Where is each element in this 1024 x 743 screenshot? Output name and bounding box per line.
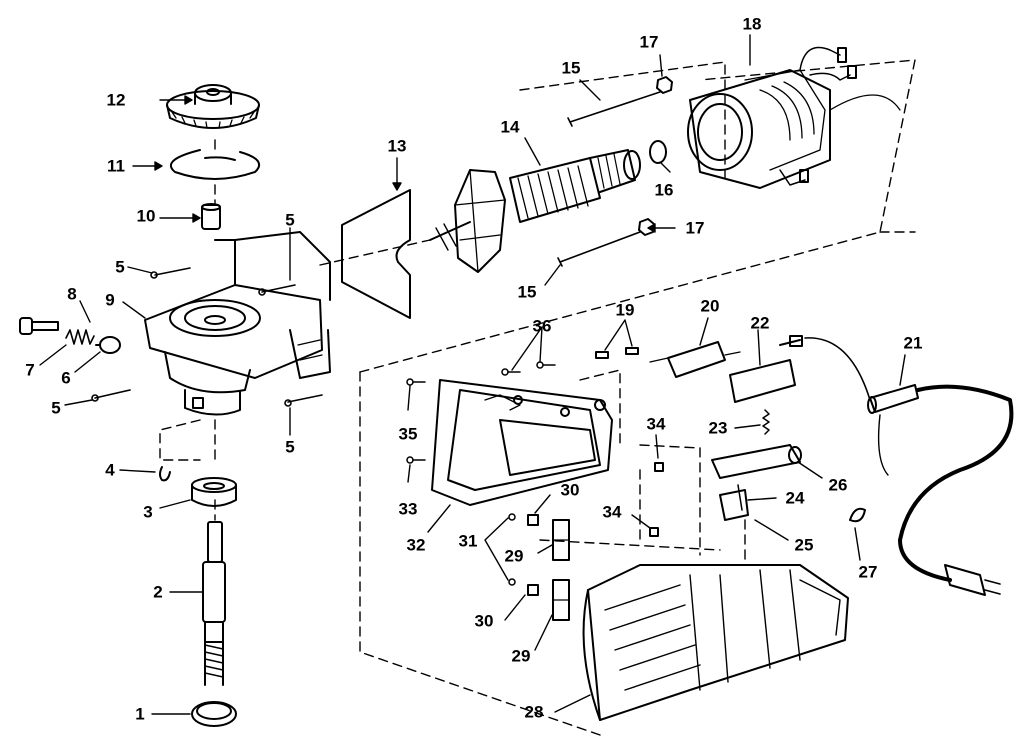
callout-3: 3 xyxy=(143,502,153,522)
callout-27: 27 xyxy=(858,562,878,582)
callout-7: 7 xyxy=(25,360,35,380)
pin-part-24 xyxy=(737,484,743,511)
callout-15b: 15 xyxy=(517,282,537,302)
brush-springs-part-30 xyxy=(527,514,539,596)
callout-1: 1 xyxy=(135,704,145,724)
lock-pin-part-8 xyxy=(19,317,59,335)
callout-6: 6 xyxy=(61,368,71,388)
spring-part-23 xyxy=(762,409,770,435)
cord-part-21 xyxy=(779,335,1014,596)
callout-8: 8 xyxy=(67,284,77,304)
callout-30a: 30 xyxy=(560,480,580,500)
callout-35: 35 xyxy=(398,424,418,444)
callout-13: 13 xyxy=(387,136,407,156)
callout-17b: 17 xyxy=(685,218,705,238)
switch-part-25 xyxy=(719,489,749,521)
washer-part-11 xyxy=(169,149,260,180)
callout-32: 32 xyxy=(406,535,426,555)
callout-36: 36 xyxy=(532,316,552,336)
callout-2: 2 xyxy=(153,582,163,602)
terminals-part-19 xyxy=(595,347,639,359)
actuator-part-26 xyxy=(711,444,802,479)
callout-29a: 29 xyxy=(504,546,524,566)
leader-arrows xyxy=(39,34,906,715)
field-part-18 xyxy=(687,46,901,189)
callout-18: 18 xyxy=(742,14,762,34)
bearing-part-10 xyxy=(201,203,221,230)
wire-nut-part-27 xyxy=(849,507,866,523)
switch-plate-part-22 xyxy=(729,359,796,403)
callout-21: 21 xyxy=(903,333,923,353)
callout-31: 31 xyxy=(458,531,478,551)
callout-25: 25 xyxy=(794,535,814,555)
baffle-part-13 xyxy=(341,189,411,319)
callout-30b: 30 xyxy=(474,611,494,631)
callout-26: 26 xyxy=(828,475,848,495)
gear-housing-part-9 xyxy=(144,231,331,416)
bearing-part-3 xyxy=(191,477,237,507)
callout-29b: 29 xyxy=(511,646,531,666)
washer-part-16 xyxy=(649,140,667,164)
spindle-part-2 xyxy=(202,521,226,686)
callout-14: 14 xyxy=(500,117,520,137)
callout-34a: 34 xyxy=(646,414,666,434)
callout-12: 12 xyxy=(106,90,126,110)
callout-4: 4 xyxy=(105,460,115,480)
callout-33: 33 xyxy=(398,499,418,519)
screws-part-5 xyxy=(91,267,323,407)
callout-10: 10 xyxy=(136,206,156,226)
nuts-part-17 xyxy=(638,76,673,236)
bevel-gear-part-12 xyxy=(166,84,260,129)
screws-part-33-35-36 xyxy=(406,361,556,464)
brush-holders-part-29 xyxy=(552,519,570,621)
callout-11: 11 xyxy=(107,156,125,176)
cap-part-6 xyxy=(95,336,121,354)
motor-housing-part-28 xyxy=(582,564,849,721)
clips-part-34 xyxy=(649,462,664,537)
callout-28: 28 xyxy=(524,702,544,722)
brush-screws-part-31 xyxy=(508,513,516,586)
callout-23: 23 xyxy=(708,418,728,438)
callout-5d: 5 xyxy=(285,437,295,457)
callout-5c: 5 xyxy=(51,398,61,418)
callout-19: 19 xyxy=(615,300,635,320)
callout-22: 22 xyxy=(750,313,770,333)
callout-15a: 15 xyxy=(561,58,581,78)
callout-34b: 34 xyxy=(602,502,622,522)
callout-24: 24 xyxy=(785,488,805,508)
capacitor-part-20 xyxy=(649,341,741,378)
callout-16: 16 xyxy=(654,180,674,200)
callout-20: 20 xyxy=(700,296,720,316)
through-bolts-part-15 xyxy=(557,91,661,267)
callout-5a: 5 xyxy=(115,257,125,277)
clip-part-4 xyxy=(159,466,171,482)
spring-part-7 xyxy=(65,329,95,345)
callout-17a: 17 xyxy=(639,32,659,52)
callout-5b: 5 xyxy=(285,210,295,230)
armature-part-14 xyxy=(429,149,641,273)
ring-part-1 xyxy=(191,701,237,727)
callout-9: 9 xyxy=(105,290,115,310)
switch-housing-part-32 xyxy=(431,379,613,506)
